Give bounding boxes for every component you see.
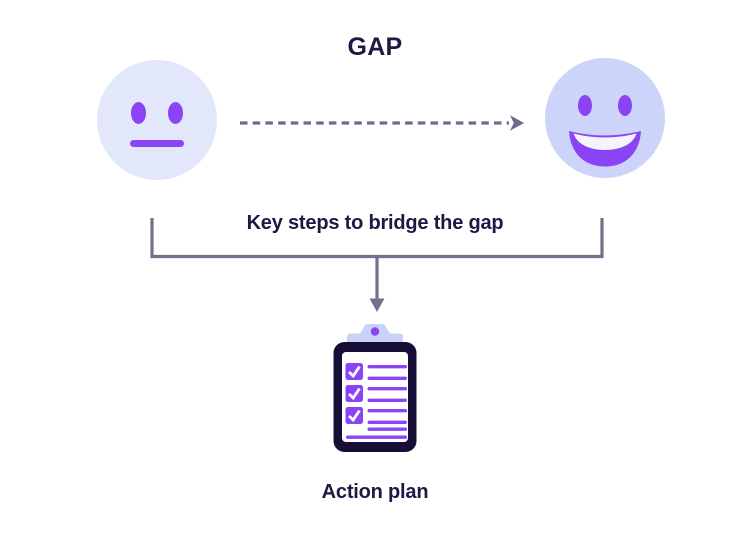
list-line [367,398,407,402]
checkmark-icon [348,365,361,379]
neutral-mouth [130,140,184,147]
clipboard-icon [333,324,417,452]
bracket-connector [150,218,604,312]
list-line-wide [346,435,407,439]
checkbox-icon [345,385,363,402]
list-line [367,387,407,391]
face-circle [97,60,217,180]
bridge-label: Key steps to bridge the gap [246,212,504,234]
right-eye-icon [168,102,183,124]
list-line [367,409,407,413]
arrowhead [510,115,524,131]
checkmark-icon [348,387,361,401]
left-eye-icon [131,102,146,124]
list-line [367,420,407,424]
checkbox-icon [345,407,363,424]
happy-face-icon [545,58,665,178]
left-eye-icon [578,95,592,116]
dashed-arrow-icon [240,115,524,131]
checkbox-icon [345,363,363,380]
neutral-face-icon [97,60,217,180]
list-line [367,365,407,369]
list-line [367,427,407,431]
down-arrowhead [369,298,385,312]
checkmark-icon [348,409,361,423]
clip-button [370,327,380,336]
list-line [367,376,407,380]
gap-title: GAP [347,33,403,61]
teeth [573,133,637,150]
bracket [150,218,604,259]
right-eye-icon [618,95,632,116]
action-plan-label: Action plan [321,481,429,503]
